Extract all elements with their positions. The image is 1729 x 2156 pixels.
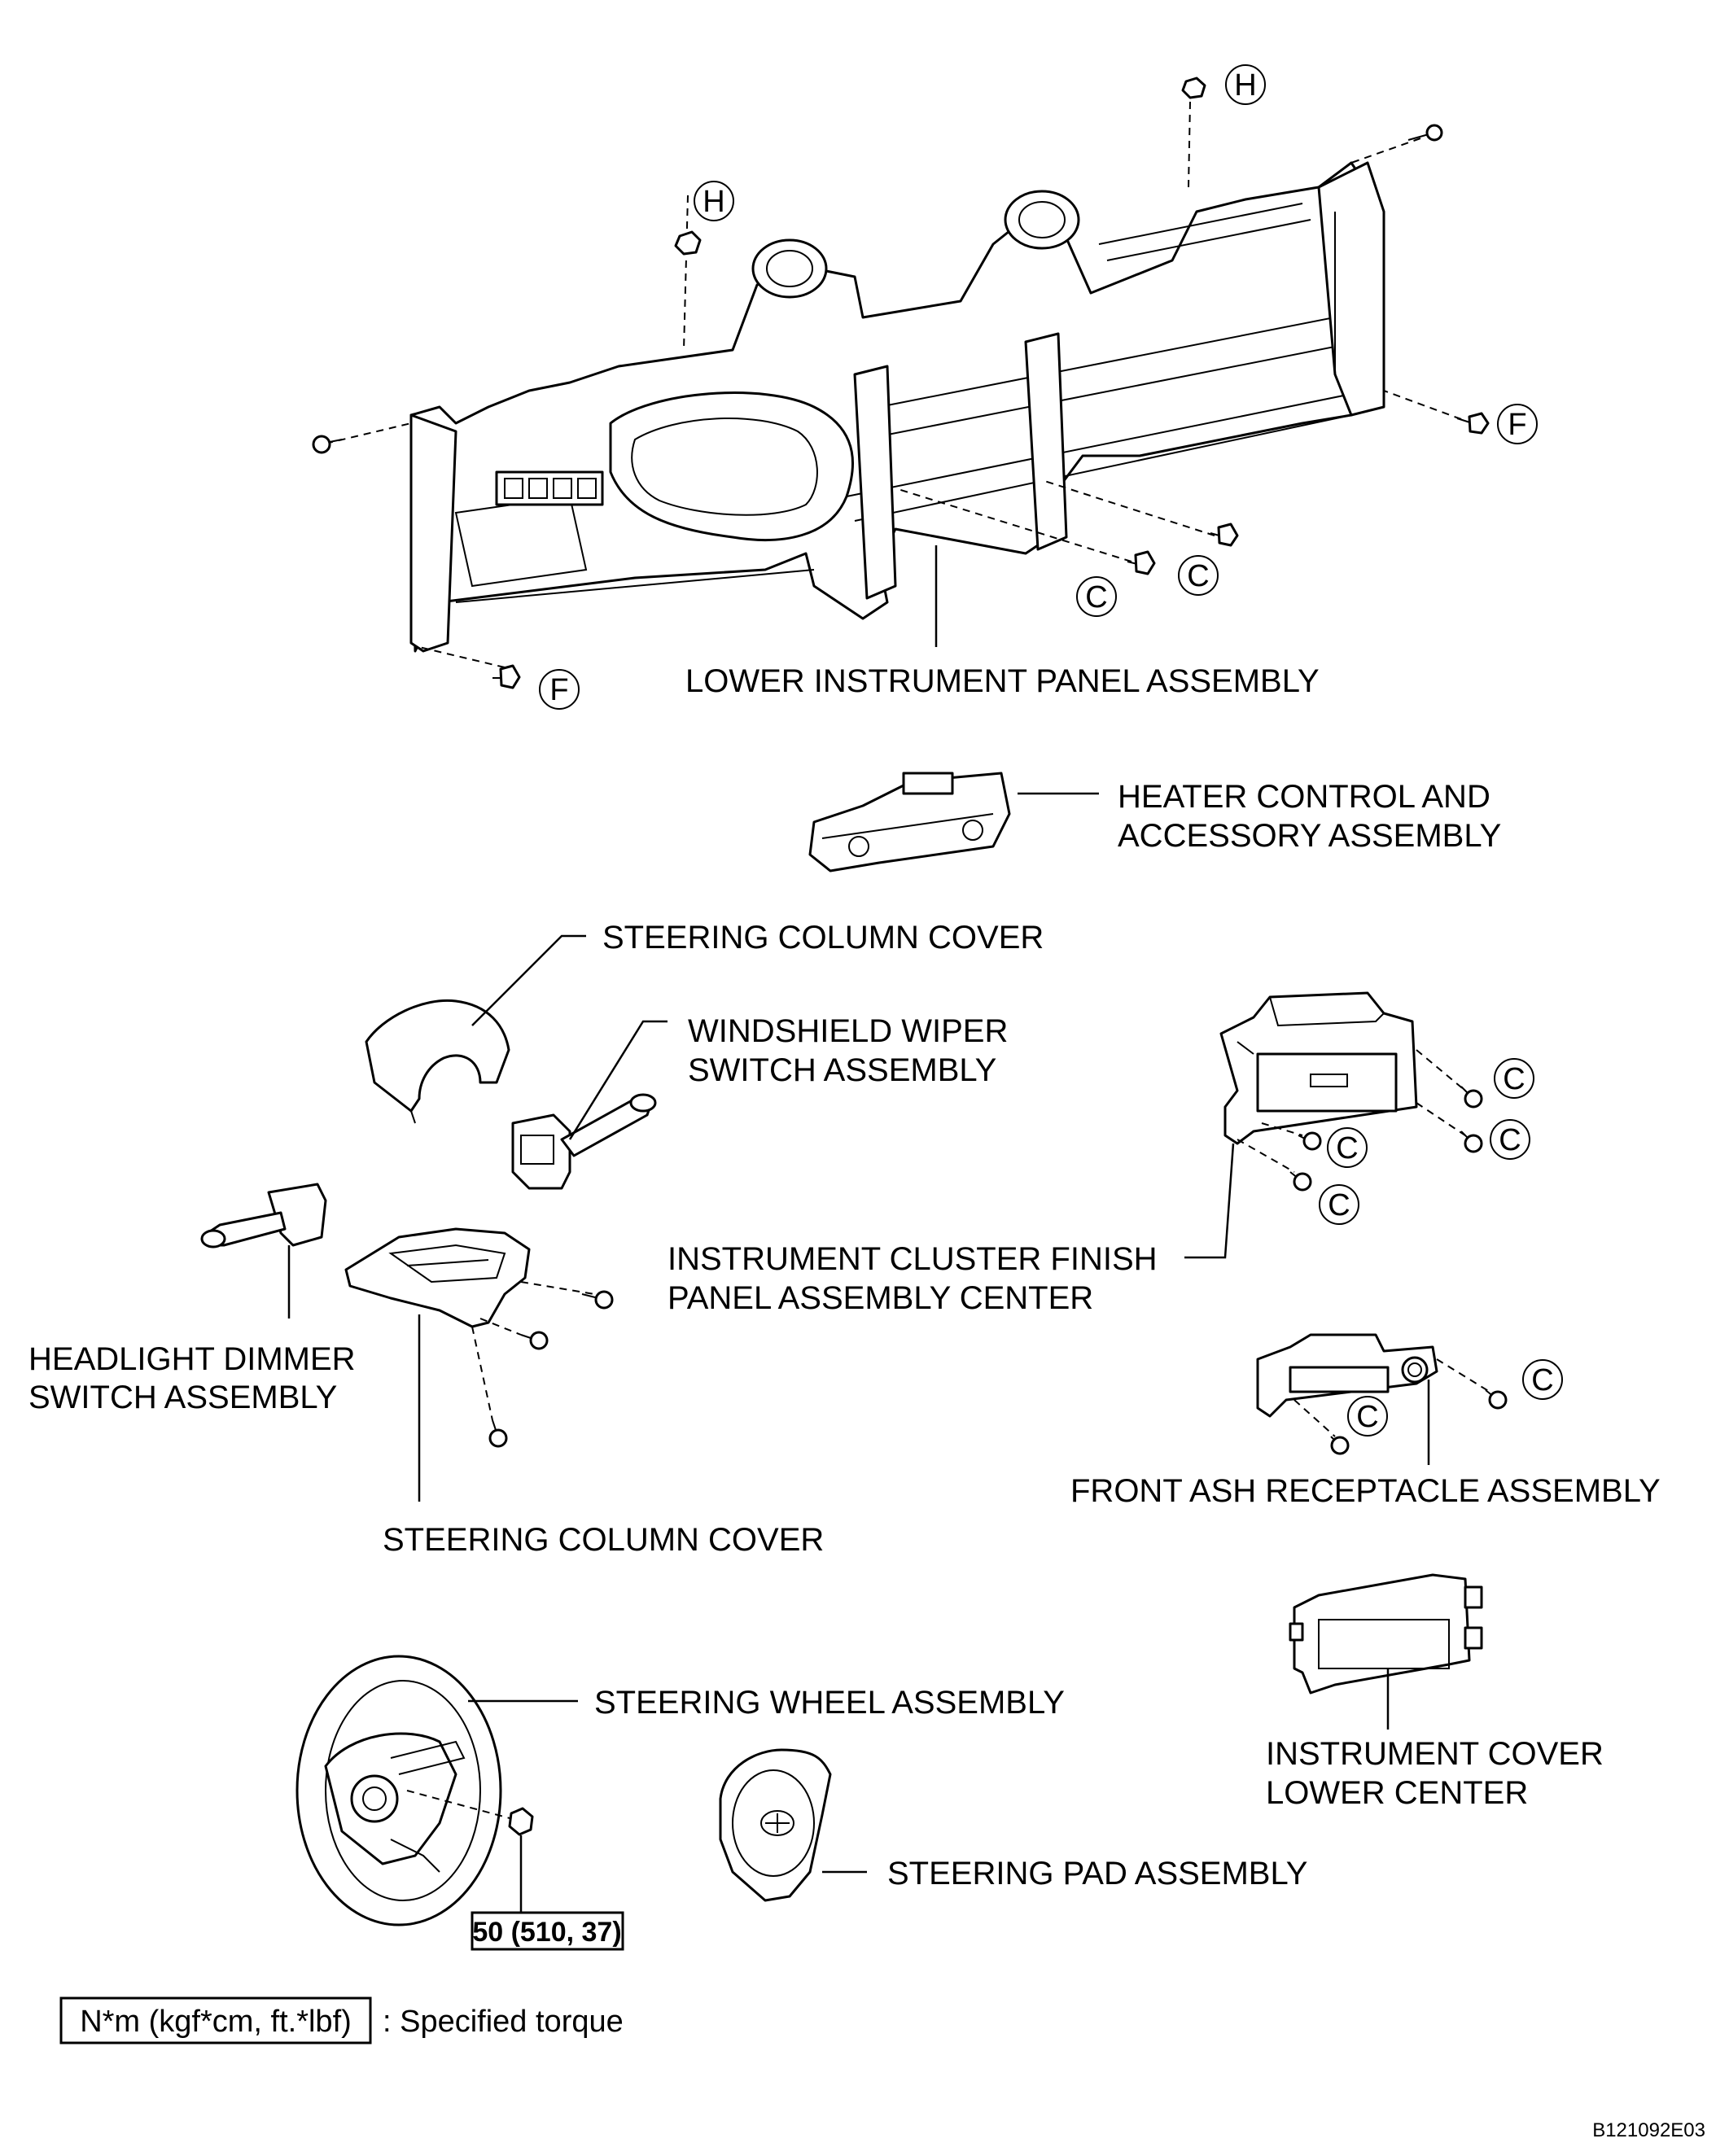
nut-icon (508, 1807, 534, 1836)
svg-text:H: H (703, 185, 724, 219)
cover-lower-label-line2: LOWER CENTER (1266, 1775, 1528, 1811)
pad-label: STEERING PAD ASSEMBLY (887, 1856, 1307, 1891)
steering-wheel-drawing (295, 1655, 502, 1926)
fastener-code-C-5: C (1327, 1127, 1368, 1168)
column-cover-upper-drawing (365, 999, 510, 1124)
screw-icon (1330, 1436, 1350, 1455)
fastener-code-F-1: F (1497, 404, 1538, 444)
wiper-switch-drawing (511, 1093, 657, 1190)
torque-value: 50 (510, 37) (472, 1917, 621, 1948)
svg-text:C: C (1499, 1123, 1521, 1157)
fastener-code-C-8: C (1347, 1396, 1388, 1437)
cluster-screws (1289, 1086, 1483, 1192)
fastener-code-H-2: H (1225, 64, 1266, 105)
column-cover-lower-fastener-lines (471, 1281, 595, 1421)
fastener-code-C-7: C (1522, 1359, 1563, 1400)
svg-text:F: F (1508, 408, 1526, 442)
fastener-code-C-1: C (1076, 576, 1117, 617)
column-cover-lower-screws (488, 1290, 614, 1448)
lower-panel-bolts (312, 77, 1490, 689)
fastener-code-F-2: F (539, 669, 580, 710)
lower-instrument-panel-drawing (409, 161, 1385, 653)
fastener-code-C-4: C (1490, 1119, 1530, 1160)
headlight-switch-drawing (200, 1183, 327, 1249)
fastener-code-H-1: H (694, 181, 734, 221)
svg-text:C: C (1187, 559, 1209, 593)
column-cover-lower-drawing (344, 1227, 531, 1328)
fastener-code-C-2: C (1178, 555, 1219, 596)
heater-label-line2: ACCESSORY ASSEMBLY (1118, 818, 1501, 854)
bolt-icon (1127, 550, 1156, 575)
bolt-icon (1210, 523, 1239, 547)
column-cover-upper-leader (471, 934, 586, 1026)
screw-icon (312, 435, 343, 454)
lower-panel-label: LOWER INSTRUMENT PANEL ASSEMBLY (685, 663, 1320, 699)
nut-icon (1181, 77, 1206, 99)
svg-text:C: C (1336, 1131, 1358, 1165)
cluster-finish-panel-drawing (1219, 991, 1418, 1145)
column-cover-top-label: STEERING COLUMN COVER (602, 920, 1044, 956)
svg-text:C: C (1503, 1062, 1525, 1096)
cluster-label-line2: PANEL ASSEMBLY CENTER (668, 1280, 1093, 1316)
screw-icon (488, 1419, 508, 1448)
bolt-icon (492, 664, 521, 689)
heater-label-line1: HEATER CONTROL AND (1118, 779, 1490, 815)
legend-box-text: N*m (kgf*cm, ft.*lbf) (80, 2005, 352, 2039)
screw-icon (1289, 1171, 1312, 1192)
wiper-label-line1: WINDSHIELD WIPER (688, 1013, 1008, 1049)
screw-icon (520, 1331, 549, 1350)
headlight-label-line1: HEADLIGHT DIMMER (28, 1341, 356, 1377)
svg-text:F: F (549, 673, 568, 707)
ash-fastener-lines (1293, 1358, 1490, 1437)
screw-icon (1407, 124, 1443, 142)
nut-icon (674, 230, 702, 256)
screw-icon (1460, 1086, 1483, 1109)
cluster-leader (1184, 1143, 1235, 1259)
legend-text: : Specified torque (383, 2005, 624, 2039)
wiper-label-line2: SWITCH ASSEMBLY (688, 1052, 996, 1088)
screw-icon (581, 1290, 614, 1310)
svg-text:C: C (1356, 1400, 1378, 1434)
ash-label: FRONT ASH RECEPTACLE ASSEMBLY (1070, 1473, 1661, 1509)
steering-pad-drawing (719, 1748, 832, 1902)
svg-text:C: C (1531, 1363, 1553, 1397)
svg-text:H: H (1234, 68, 1256, 103)
figure-id: B121092E03 (1592, 2119, 1705, 2141)
fastener-code-C-6: C (1319, 1184, 1359, 1225)
cover-lower-label-line1: INSTRUMENT COVER (1266, 1736, 1604, 1772)
legend-box (59, 1996, 372, 2044)
instrument-cover-lower-drawing (1289, 1573, 1483, 1695)
cluster-fastener-lines (1237, 1049, 1466, 1173)
cluster-label-line1: INSTRUMENT CLUSTER FINISH (668, 1241, 1158, 1277)
ash-receptacle-drawing (1256, 1333, 1438, 1418)
wheel-label: STEERING WHEEL ASSEMBLY (594, 1685, 1065, 1721)
wheel-nut-line (406, 1790, 514, 1820)
headlight-label-line2: SWITCH ASSEMBLY (28, 1380, 337, 1415)
screw-icon (1485, 1389, 1508, 1410)
bolt-icon (1456, 412, 1490, 435)
screw-icon (1460, 1130, 1483, 1153)
ash-screws (1330, 1389, 1508, 1455)
wiper-leader (568, 1020, 668, 1140)
svg-text:C: C (1328, 1188, 1350, 1222)
svg-text:C: C (1085, 580, 1107, 614)
torque-box (471, 1911, 624, 1951)
screw-icon (1298, 1131, 1322, 1151)
heater-control-drawing (808, 772, 1011, 872)
fastener-code-C-3: C (1494, 1058, 1534, 1099)
column-cover-bottom-label: STEERING COLUMN COVER (383, 1522, 824, 1558)
